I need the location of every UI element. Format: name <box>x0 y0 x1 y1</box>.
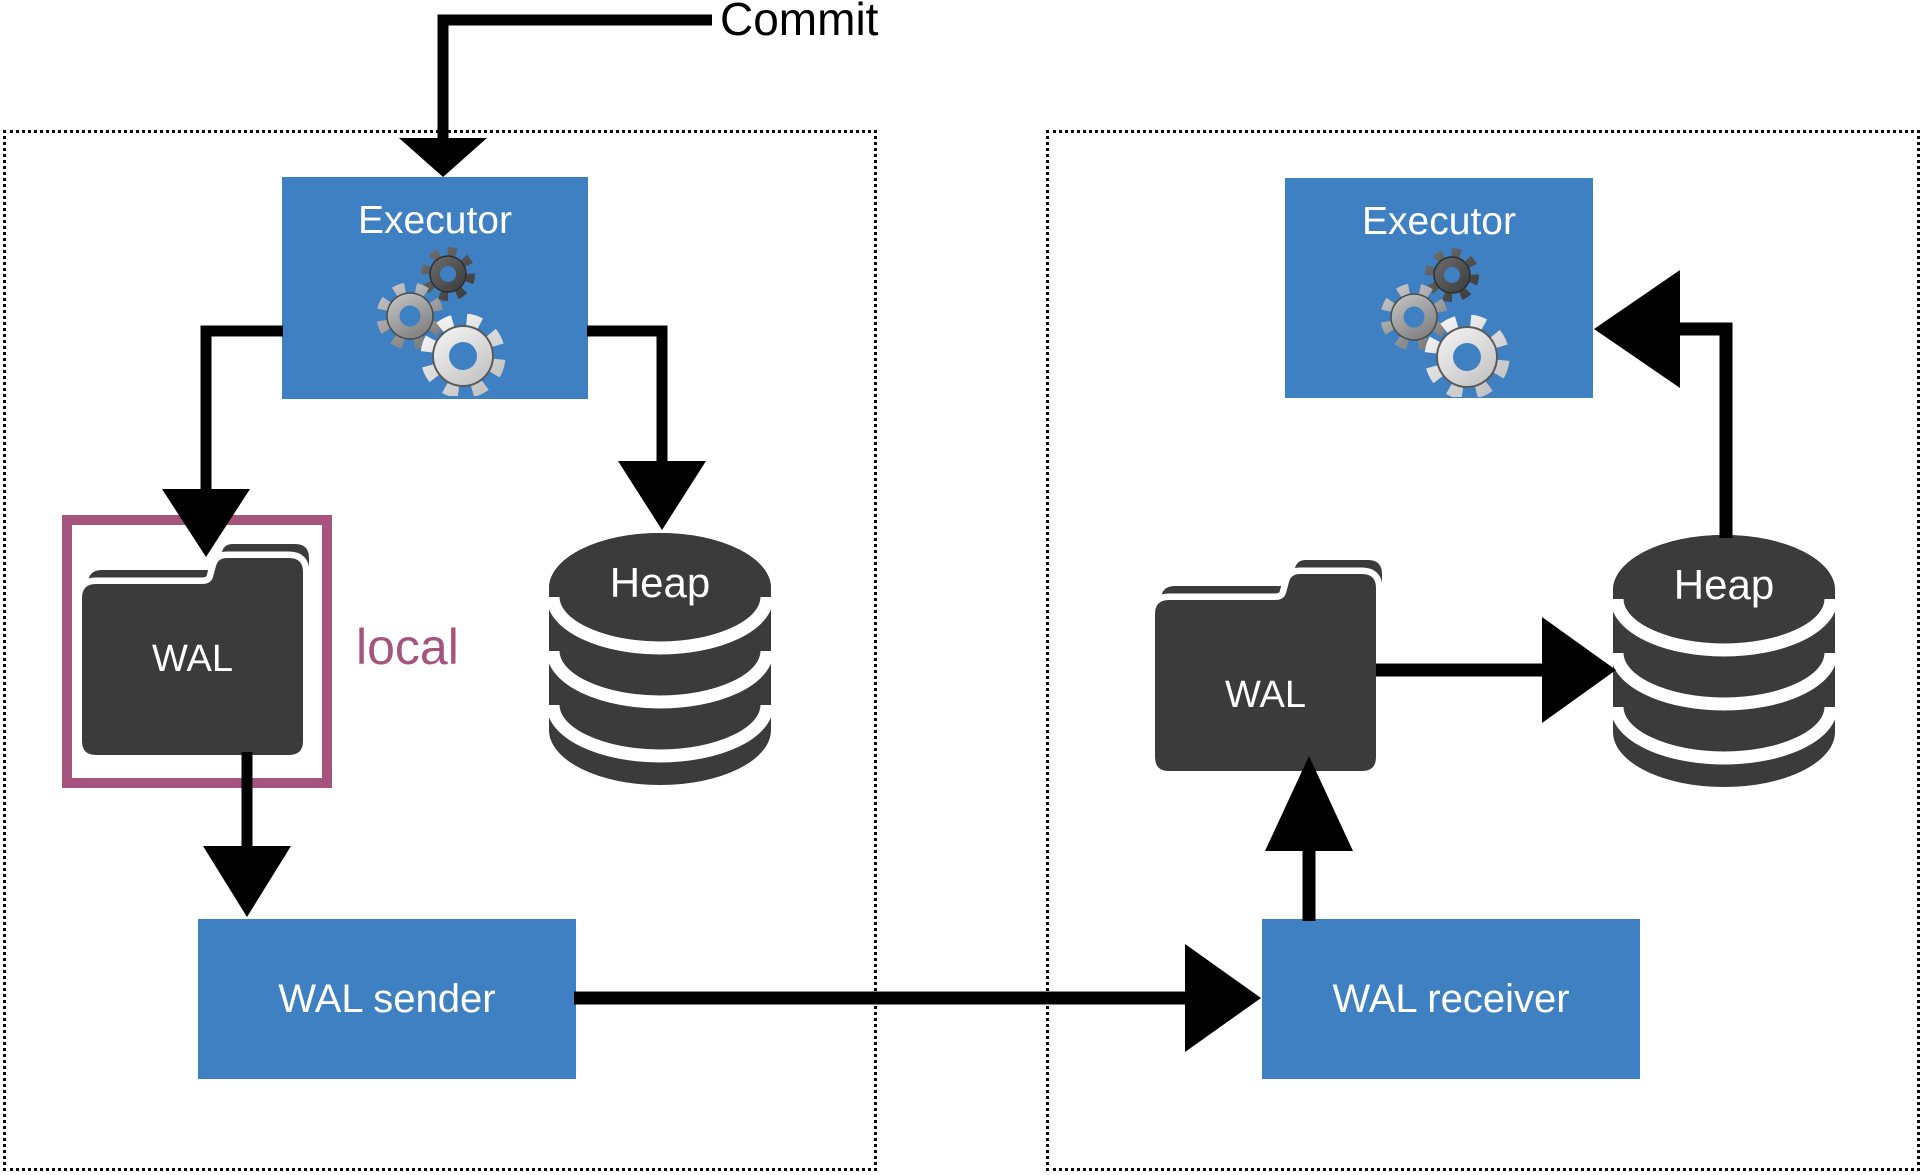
primary-wal-label: WAL <box>152 638 233 680</box>
arrow-commit-to-executor <box>437 14 712 139</box>
standby-wal-label: WAL <box>1225 674 1306 716</box>
local-label: local <box>356 619 459 675</box>
wal-sender-box: WAL sender <box>198 919 576 1079</box>
wal-receiver-box: WAL receiver <box>1262 919 1640 1079</box>
primary-executor-box: Executor <box>282 177 588 399</box>
commit-label: Commit <box>720 0 879 45</box>
gears-icon <box>1364 245 1514 397</box>
folder-icon <box>1155 560 1382 771</box>
standby-executor-box: Executor <box>1285 178 1593 398</box>
wal-sender-label: WAL sender <box>278 977 496 1021</box>
primary-executor-label: Executor <box>358 199 512 242</box>
gears-icon <box>360 244 510 396</box>
standby-server-boundary <box>1046 130 1920 1171</box>
wal-receiver-label: WAL receiver <box>1332 977 1570 1021</box>
standby-heap-label: Heap <box>1673 561 1775 608</box>
standby-executor-label: Executor <box>1362 200 1516 243</box>
primary-heap-label: Heap <box>609 559 711 606</box>
